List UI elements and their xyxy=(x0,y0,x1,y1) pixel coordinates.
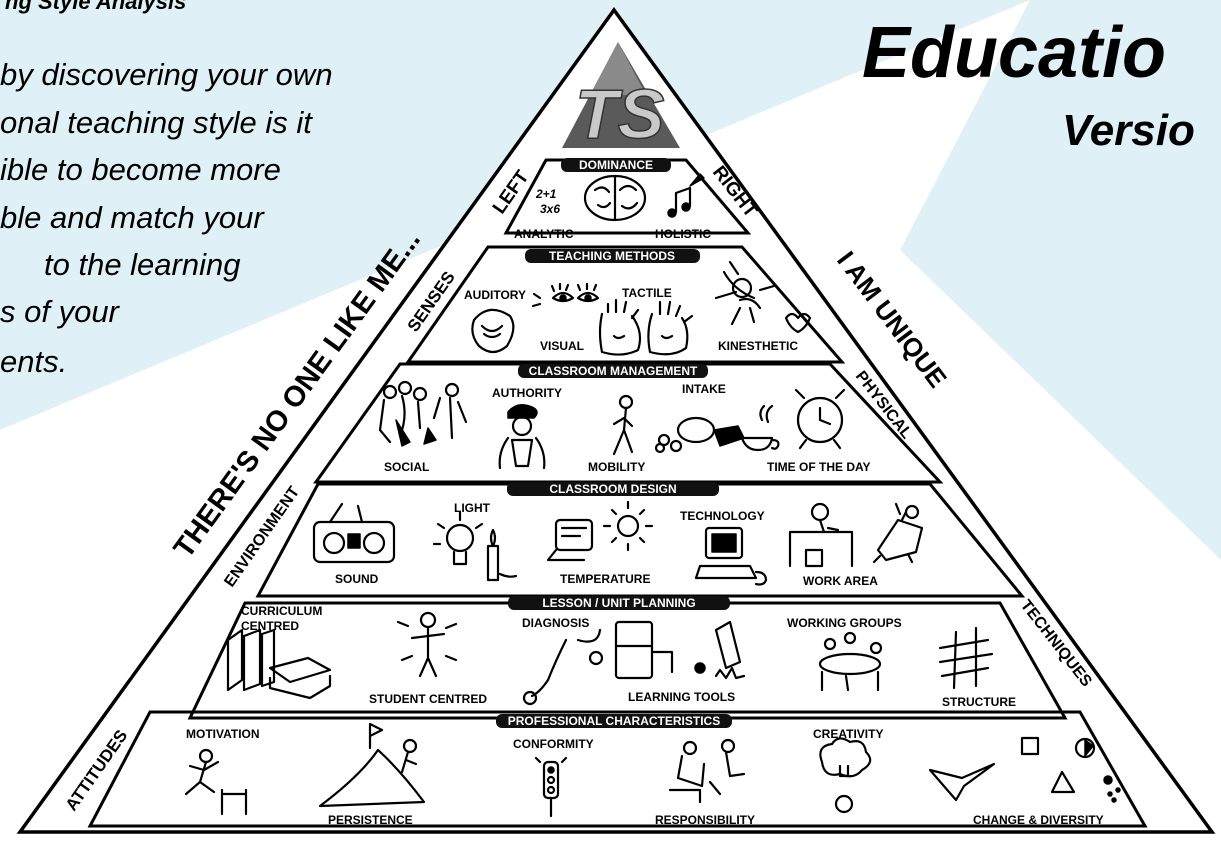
label-working-groups: WORKING GROUPS xyxy=(787,616,902,630)
group-table-icon xyxy=(818,631,883,692)
banner-professional: PROFESSIONAL CHARACTERISTICS xyxy=(508,714,720,728)
intro-paragraph: by discovering your own onal teaching st… xyxy=(0,57,333,379)
tier-classroom-management: CLASSROOM MANAGEMENT xyxy=(313,362,944,484)
svg-text:3x6: 3x6 xyxy=(540,202,560,216)
label-tactile: TACTILE xyxy=(622,286,672,300)
label-centred: CENTRED xyxy=(241,619,299,633)
student-icon xyxy=(396,611,458,678)
traffic-light-icon xyxy=(534,756,568,818)
responsibility-icon xyxy=(668,738,746,804)
desk-worker-icon xyxy=(788,502,854,568)
tier-lesson-planning: LESSON / UNIT PLANNING xyxy=(187,596,1068,720)
label-diagnosis: DIAGNOSIS xyxy=(522,616,589,630)
radio-icon xyxy=(312,502,396,564)
label-work-area: WORK AREA xyxy=(803,574,878,588)
label-social: SOCIAL xyxy=(384,460,429,474)
label-mobility: MOBILITY xyxy=(588,460,645,474)
creativity-icon xyxy=(819,737,872,814)
label-kinesthetic: KINESTHETIC xyxy=(718,339,798,353)
label-student-centred: STUDENT CENTRED xyxy=(369,692,487,706)
label-holistic: HOLISTIC xyxy=(655,227,711,241)
tier-dominance: DOMINANCE xyxy=(503,158,752,235)
walking-person-icon xyxy=(612,394,634,456)
intro-line: onal teaching style is it xyxy=(0,105,313,140)
computer-icon xyxy=(694,526,768,586)
acrobat-icon xyxy=(714,260,812,334)
svg-text:2+1: 2+1 xyxy=(535,187,557,201)
tier-teaching-methods: TEACHING METHODS xyxy=(405,245,846,364)
refrigerator-icon xyxy=(614,620,674,680)
label-change-diversity: CHANGE & DIVERSITY xyxy=(973,813,1104,827)
label-light: LIGHT xyxy=(454,501,491,515)
label-analytic: ANALYTIC xyxy=(514,227,574,241)
label-creativity: CREATIVITY xyxy=(813,727,883,741)
change-diversity-icon xyxy=(928,736,1121,803)
mountain-flag-icon xyxy=(318,722,426,808)
intro-line: ents. xyxy=(0,344,67,379)
label-auditory: AUDITORY xyxy=(464,288,526,302)
tier-classroom-design: CLASSROOM DESIGN xyxy=(255,482,1026,598)
label-curriculum: CURRICULUM xyxy=(241,604,322,618)
social-group-icon xyxy=(378,380,468,447)
tier-professional: PROFESSIONAL CHARACTERISTICS xyxy=(87,710,1148,828)
label-motivation: MOTIVATION xyxy=(186,727,260,741)
banner-classroom-management: CLASSROOM MANAGEMENT xyxy=(529,364,698,378)
tools-icon xyxy=(694,620,746,680)
subtitle-fragment: ng Style Analysis xyxy=(5,0,186,14)
intro-line: s of your xyxy=(0,294,121,329)
stethoscope-icon xyxy=(522,628,604,706)
thermometer-icon xyxy=(546,518,594,562)
version-label: Versio xyxy=(1062,106,1195,155)
candle-icon xyxy=(486,528,518,582)
banner-lesson-planning: LESSON / UNIT PLANNING xyxy=(542,596,695,610)
banner-dominance: DOMINANCE xyxy=(579,158,653,172)
label-intake: INTAKE xyxy=(682,382,726,396)
brain-icon xyxy=(583,174,647,222)
intro-line: by discovering your own xyxy=(0,57,333,92)
svg-text:TS: TS xyxy=(575,75,664,153)
armchair-icon xyxy=(872,502,924,564)
label-temperature: TEMPERATURE xyxy=(560,572,650,586)
label-time-of-day: TIME OF THE DAY xyxy=(767,460,871,474)
label-learning-tools: LEARNING TOOLS xyxy=(628,690,735,704)
banner-classroom-design: CLASSROOM DESIGN xyxy=(549,482,676,496)
intro-line: to the learning xyxy=(44,247,240,282)
books-icon xyxy=(226,628,332,700)
background-tint-right xyxy=(900,0,1221,560)
intro-line: ible to become more xyxy=(0,152,281,187)
label-persistence: PERSISTENCE xyxy=(328,813,413,827)
hands-icon xyxy=(598,298,694,356)
food-icon xyxy=(654,404,780,454)
hurdle-runner-icon xyxy=(184,748,248,816)
lightbulb-icon xyxy=(432,510,484,566)
label-sound: SOUND xyxy=(335,572,379,586)
sun-icon xyxy=(602,500,654,552)
label-authority: AUTHORITY xyxy=(492,386,562,400)
label-responsibility: RESPONSIBILITY xyxy=(655,813,755,827)
music-icon xyxy=(667,173,705,218)
intro-line: ble and match your xyxy=(0,200,265,235)
banner-teaching-methods: TEACHING METHODS xyxy=(549,249,675,263)
structure-icon xyxy=(938,626,994,690)
ear-eyes-icon xyxy=(531,282,600,308)
numbers-icon: 2+1 3x6 xyxy=(535,187,560,216)
label-technology: TECHNOLOGY xyxy=(680,509,765,523)
police-officer-icon xyxy=(498,404,546,470)
alarm-clock-icon xyxy=(794,388,846,450)
label-visual: VISUAL xyxy=(540,339,584,353)
ts-logo: TS xyxy=(562,42,680,154)
page-title: Educatio xyxy=(862,13,1166,93)
label-structure: STRUCTURE xyxy=(942,695,1016,709)
mouth-icon xyxy=(471,308,515,354)
label-conformity: CONFORMITY xyxy=(513,737,594,751)
pyramid-outline xyxy=(16,7,1216,834)
